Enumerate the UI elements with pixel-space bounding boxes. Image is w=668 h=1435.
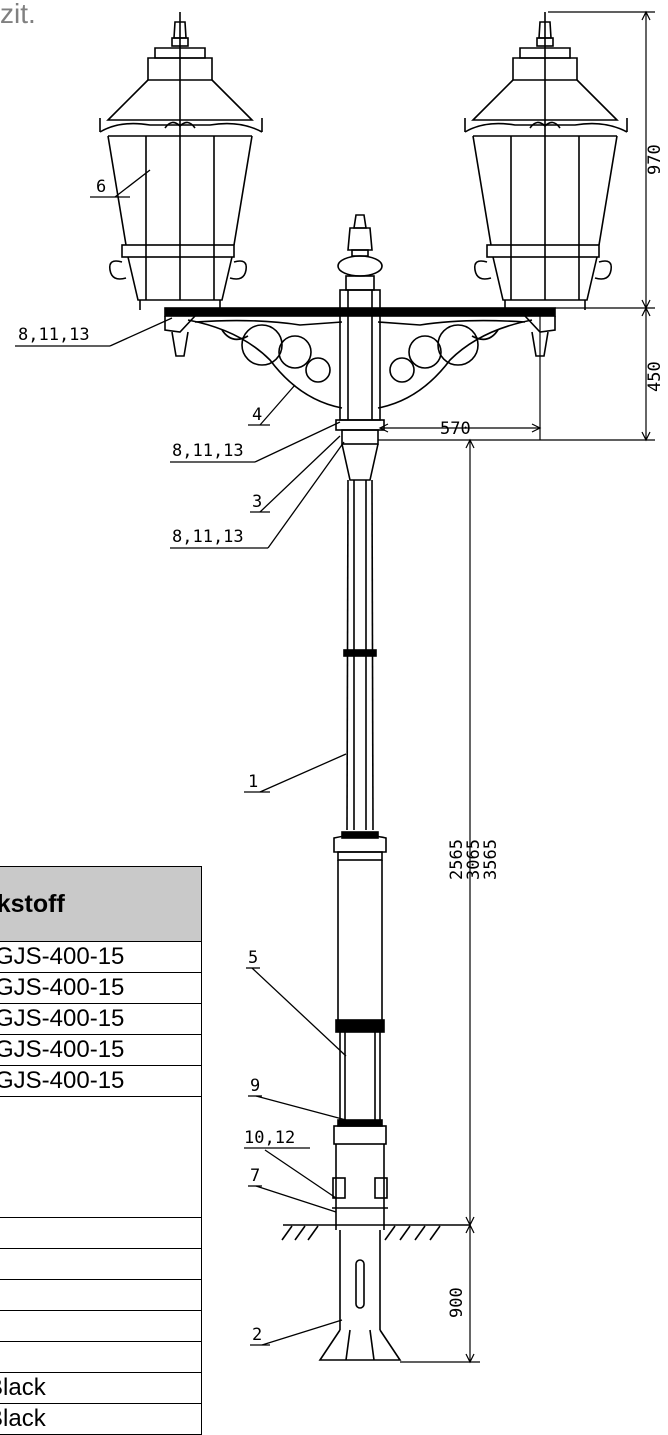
- caption-fragment: zit.: [0, 0, 36, 29]
- table-row: Black: [0, 1372, 202, 1404]
- table-row-empty: [0, 1127, 202, 1157]
- table-row: o: [0, 1310, 202, 1342]
- callout-10-12: 10,12: [244, 1128, 295, 1148]
- callout-5: 5: [248, 948, 258, 968]
- dim-970: 970: [645, 144, 665, 175]
- callout-3: 3: [252, 492, 262, 512]
- table-row: o: [0, 1248, 202, 1280]
- callout-4: 4: [252, 405, 262, 425]
- table-row-empty: [0, 1157, 202, 1218]
- table-row: Black: [0, 1403, 202, 1435]
- callout-7: 7: [250, 1166, 260, 1186]
- dim-3065: 3065: [464, 839, 484, 880]
- table-row: -GJS-400-15: [0, 1003, 202, 1035]
- dimension-lines: [378, 10, 655, 1364]
- table-row: -GJS-400-15: [0, 1065, 202, 1097]
- table-header: rkstoff: [0, 866, 202, 942]
- cross-arm: [164, 307, 556, 409]
- table-row: o: [0, 1341, 202, 1373]
- post-finial: [337, 214, 383, 291]
- callout-leaders: [15, 169, 347, 1346]
- table-row: -GJS-400-15: [0, 972, 202, 1004]
- left-lantern: [99, 12, 263, 310]
- right-lantern: [464, 12, 628, 310]
- table-row: -GJS-400-15: [0, 941, 202, 973]
- dim-2565: 2565: [447, 839, 467, 880]
- table-row: o: [0, 1279, 202, 1311]
- callout-9: 9: [250, 1076, 260, 1096]
- table-row: o: [0, 1217, 202, 1249]
- dim-900: 900: [447, 1287, 467, 1318]
- callout-1: 1: [248, 772, 258, 792]
- callout-8-11-13-top: 8,11,13: [18, 325, 90, 345]
- table-row: -GJS-400-15: [0, 1034, 202, 1066]
- callout-8-11-13-mid: 8,11,13: [172, 441, 244, 461]
- dim-570: 570: [440, 419, 471, 439]
- dim-3565: 3565: [481, 839, 501, 880]
- dim-450: 450: [645, 361, 665, 392]
- table-row-empty: [0, 1096, 202, 1127]
- material-table: rkstoff -GJS-400-15 -GJS-400-15 -GJS-400…: [0, 866, 202, 1435]
- lamp-post-drawing: 6 8,11,13 4 8,11,13 3 8,11,13 1 5 9 10,1…: [15, 10, 665, 1364]
- post-body: [318, 289, 402, 1361]
- callout-6: 6: [96, 177, 106, 197]
- ground-hatch: [281, 1225, 441, 1241]
- callout-2: 2: [252, 1325, 262, 1345]
- callout-8-11-13-low: 8,11,13: [172, 527, 244, 547]
